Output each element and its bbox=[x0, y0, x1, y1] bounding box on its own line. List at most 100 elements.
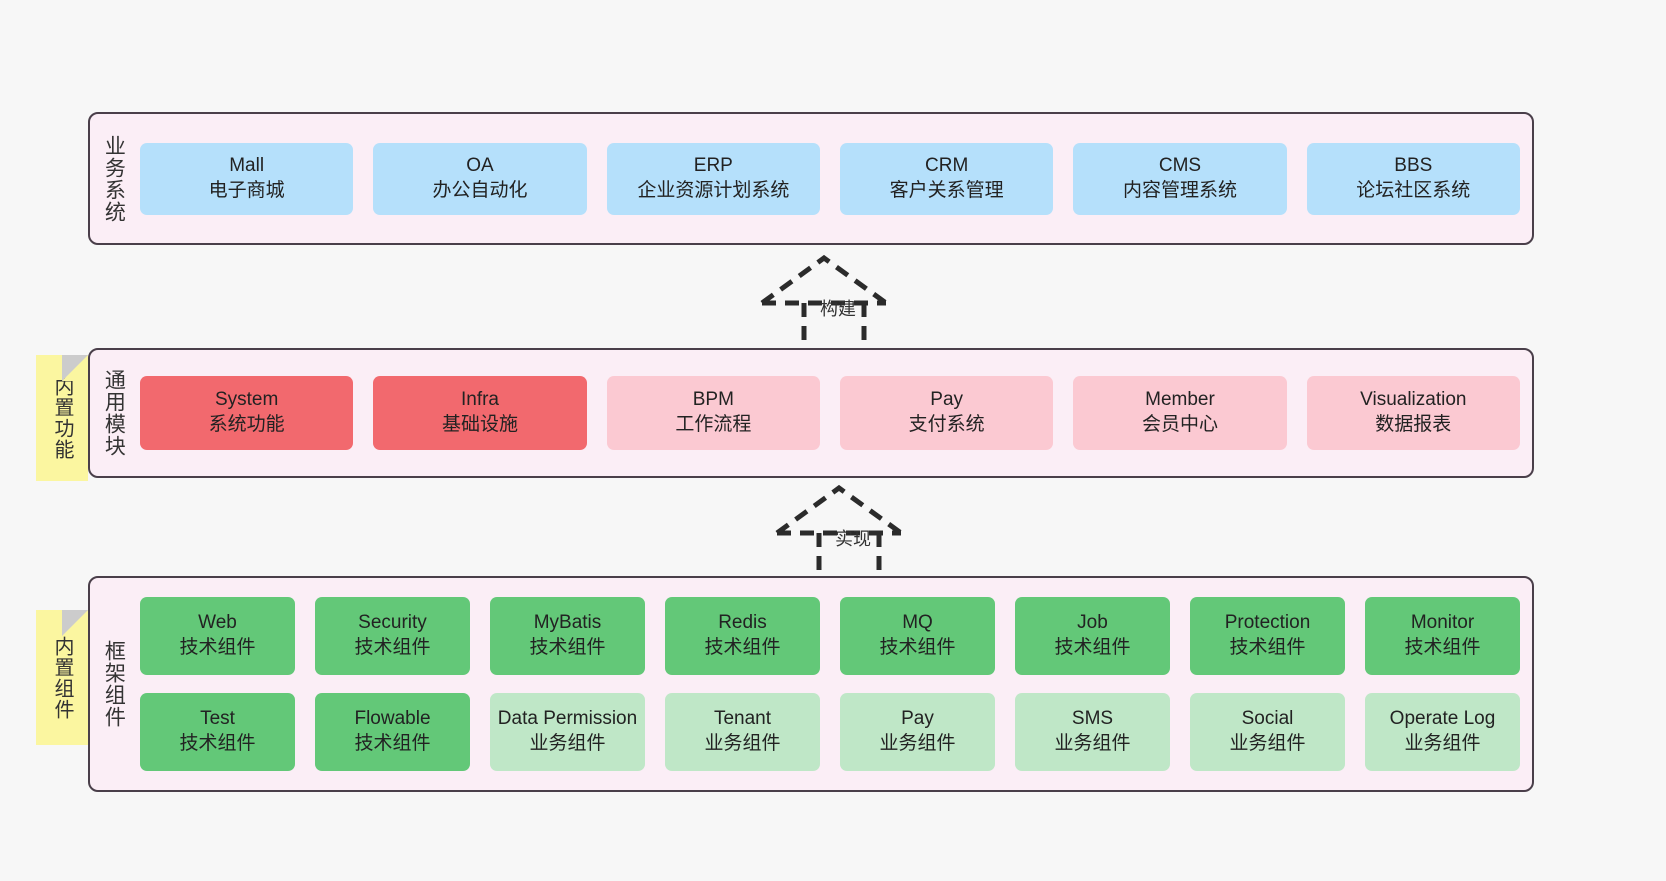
node-data-permission-desc: 业务组件 bbox=[529, 733, 606, 754]
node-pay-component-desc: 业务组件 bbox=[879, 733, 956, 754]
node-security-name: Security bbox=[358, 612, 427, 634]
node-crm[interactable]: CRM 客户关系管理 bbox=[839, 142, 1054, 215]
node-operate-log-name: Operate Log bbox=[1389, 708, 1496, 730]
node-job-name: Job bbox=[1077, 612, 1108, 634]
node-social[interactable]: Social 业务组件 bbox=[1190, 693, 1345, 771]
relation-arrow-build-label: 构建 bbox=[820, 299, 856, 319]
row-common-modules: System 系统功能 Infra 基础设施 BPM 工作流程 Pay 支付系统… bbox=[140, 376, 1520, 450]
layer-title-business-systems: 业务系统 bbox=[102, 134, 126, 223]
node-mall[interactable]: Mall 电子商城 bbox=[140, 142, 354, 215]
node-monitor[interactable]: Monitor 技术组件 bbox=[1365, 597, 1520, 675]
node-member[interactable]: Member 会员中心 bbox=[1073, 376, 1287, 450]
node-data-permission[interactable]: Data Permission 业务组件 bbox=[490, 693, 645, 771]
node-infra[interactable]: Infra 基础设施 bbox=[373, 376, 587, 450]
node-visualization[interactable]: Visualization 数据报表 bbox=[1306, 376, 1520, 450]
node-flowable[interactable]: Flowable 技术组件 bbox=[315, 693, 470, 771]
node-pay-module[interactable]: Pay 支付系统 bbox=[839, 376, 1054, 450]
sticky-fold-corner-icon bbox=[62, 355, 88, 381]
node-cms-name: CMS bbox=[1158, 154, 1202, 176]
node-mall-desc: 电子商城 bbox=[208, 179, 285, 201]
node-security[interactable]: Security 技术组件 bbox=[315, 597, 470, 675]
node-security-desc: 技术组件 bbox=[354, 637, 431, 658]
node-bbs-name: BBS bbox=[1394, 154, 1433, 176]
node-web[interactable]: Web 技术组件 bbox=[140, 597, 295, 675]
node-erp-name: ERP bbox=[693, 154, 733, 176]
row-business-systems: Mall 电子商城 OA 办公自动化 ERP 企业资源计划系统 CRM 客户关系… bbox=[140, 142, 1520, 215]
node-monitor-name: Monitor bbox=[1410, 612, 1475, 634]
node-web-name: Web bbox=[198, 612, 237, 634]
node-cms[interactable]: CMS 内容管理系统 bbox=[1073, 142, 1287, 215]
node-oa-desc: 办公自动化 bbox=[432, 179, 528, 201]
node-protection-name: Protection bbox=[1224, 612, 1311, 634]
relation-arrow-realize-label: 实现 bbox=[835, 529, 871, 549]
layer-body-framework-components: Web 技术组件 Security 技术组件 MyBatis 技术组件 Redi… bbox=[136, 578, 1532, 790]
node-web-desc: 技术组件 bbox=[179, 637, 256, 658]
node-bpm[interactable]: BPM 工作流程 bbox=[606, 376, 820, 450]
node-bpm-desc: 工作流程 bbox=[675, 414, 752, 435]
node-operate-log[interactable]: Operate Log 业务组件 bbox=[1365, 693, 1520, 771]
node-sms-desc: 业务组件 bbox=[1054, 733, 1131, 754]
node-flowable-name: Flowable bbox=[354, 708, 431, 730]
layer-title-framework-components: 框架组件 bbox=[102, 640, 126, 728]
node-mybatis[interactable]: MyBatis 技术组件 bbox=[490, 597, 645, 675]
node-test[interactable]: Test 技术组件 bbox=[140, 693, 295, 771]
node-sms[interactable]: SMS 业务组件 bbox=[1015, 693, 1170, 771]
node-system[interactable]: System 系统功能 bbox=[140, 376, 354, 450]
node-monitor-desc: 技术组件 bbox=[1404, 637, 1481, 658]
node-crm-desc: 客户关系管理 bbox=[889, 179, 1004, 201]
node-mybatis-desc: 技术组件 bbox=[529, 637, 606, 658]
node-operate-log-desc: 业务组件 bbox=[1404, 733, 1481, 754]
relation-arrow-build: 构建 bbox=[742, 248, 942, 358]
layer-title-common-modules: 通用模块 bbox=[102, 369, 126, 457]
node-visualization-desc: 数据报表 bbox=[1375, 414, 1452, 435]
row-framework-business: Test 技术组件 Flowable 技术组件 Data Permission … bbox=[140, 693, 1520, 771]
layer-common-modules: 通用模块 System 系统功能 Infra 基础设施 BPM 工作流程 Pay… bbox=[88, 348, 1534, 478]
node-pay-component-name: Pay bbox=[901, 708, 934, 730]
node-bpm-name: BPM bbox=[692, 389, 734, 411]
node-protection[interactable]: Protection 技术组件 bbox=[1190, 597, 1345, 675]
node-job-desc: 技术组件 bbox=[1054, 637, 1131, 658]
layer-business-systems: 业务系统 Mall 电子商城 OA 办公自动化 ERP 企业资源计划系统 CRM… bbox=[88, 112, 1534, 245]
node-member-name: Member bbox=[1145, 389, 1215, 411]
node-pay-module-desc: 支付系统 bbox=[908, 414, 985, 435]
node-job[interactable]: Job 技术组件 bbox=[1015, 597, 1170, 675]
sticky-fold-corner-icon bbox=[62, 610, 88, 636]
node-pay-component[interactable]: Pay 业务组件 bbox=[840, 693, 995, 771]
node-mq-name: MQ bbox=[902, 612, 933, 634]
node-redis-desc: 技术组件 bbox=[704, 637, 781, 658]
node-system-desc: 系统功能 bbox=[208, 414, 285, 435]
node-mq-desc: 技术组件 bbox=[879, 637, 956, 658]
sticky-note-builtin-components: 内置组件 bbox=[36, 610, 88, 745]
node-data-permission-name: Data Permission bbox=[497, 708, 638, 730]
node-infra-desc: 基础设施 bbox=[441, 414, 518, 435]
node-protection-desc: 技术组件 bbox=[1229, 637, 1306, 658]
node-tenant[interactable]: Tenant 业务组件 bbox=[665, 693, 820, 771]
node-tenant-name: Tenant bbox=[713, 708, 772, 730]
node-mq[interactable]: MQ 技术组件 bbox=[840, 597, 995, 675]
node-redis[interactable]: Redis 技术组件 bbox=[665, 597, 820, 675]
node-erp[interactable]: ERP 企业资源计划系统 bbox=[606, 142, 820, 215]
node-social-name: Social bbox=[1241, 708, 1294, 730]
node-social-desc: 业务组件 bbox=[1229, 733, 1306, 754]
node-system-name: System bbox=[214, 389, 279, 411]
node-erp-desc: 企业资源计划系统 bbox=[637, 179, 790, 201]
node-mybatis-name: MyBatis bbox=[533, 612, 602, 634]
node-oa-name: OA bbox=[466, 154, 494, 176]
node-test-name: Test bbox=[200, 708, 235, 730]
sticky-note-builtin-components-label: 内置组件 bbox=[51, 635, 73, 720]
node-sms-name: SMS bbox=[1071, 708, 1114, 730]
node-member-desc: 会员中心 bbox=[1141, 414, 1218, 435]
row-framework-tech: Web 技术组件 Security 技术组件 MyBatis 技术组件 Redi… bbox=[140, 597, 1520, 675]
relation-arrow-realize: 实现 bbox=[757, 478, 957, 588]
node-bbs-desc: 论坛社区系统 bbox=[1356, 179, 1471, 201]
node-bbs[interactable]: BBS 论坛社区系统 bbox=[1306, 142, 1520, 215]
node-pay-module-name: Pay bbox=[930, 389, 964, 411]
node-infra-name: Infra bbox=[460, 389, 499, 411]
node-visualization-name: Visualization bbox=[1360, 389, 1467, 411]
layer-framework-components: 框架组件 Web 技术组件 Security 技术组件 MyBatis 技术组件… bbox=[88, 576, 1534, 792]
node-oa[interactable]: OA 办公自动化 bbox=[373, 142, 587, 215]
node-crm-name: CRM bbox=[925, 154, 969, 176]
node-mall-name: Mall bbox=[229, 154, 265, 176]
node-redis-name: Redis bbox=[718, 612, 767, 634]
